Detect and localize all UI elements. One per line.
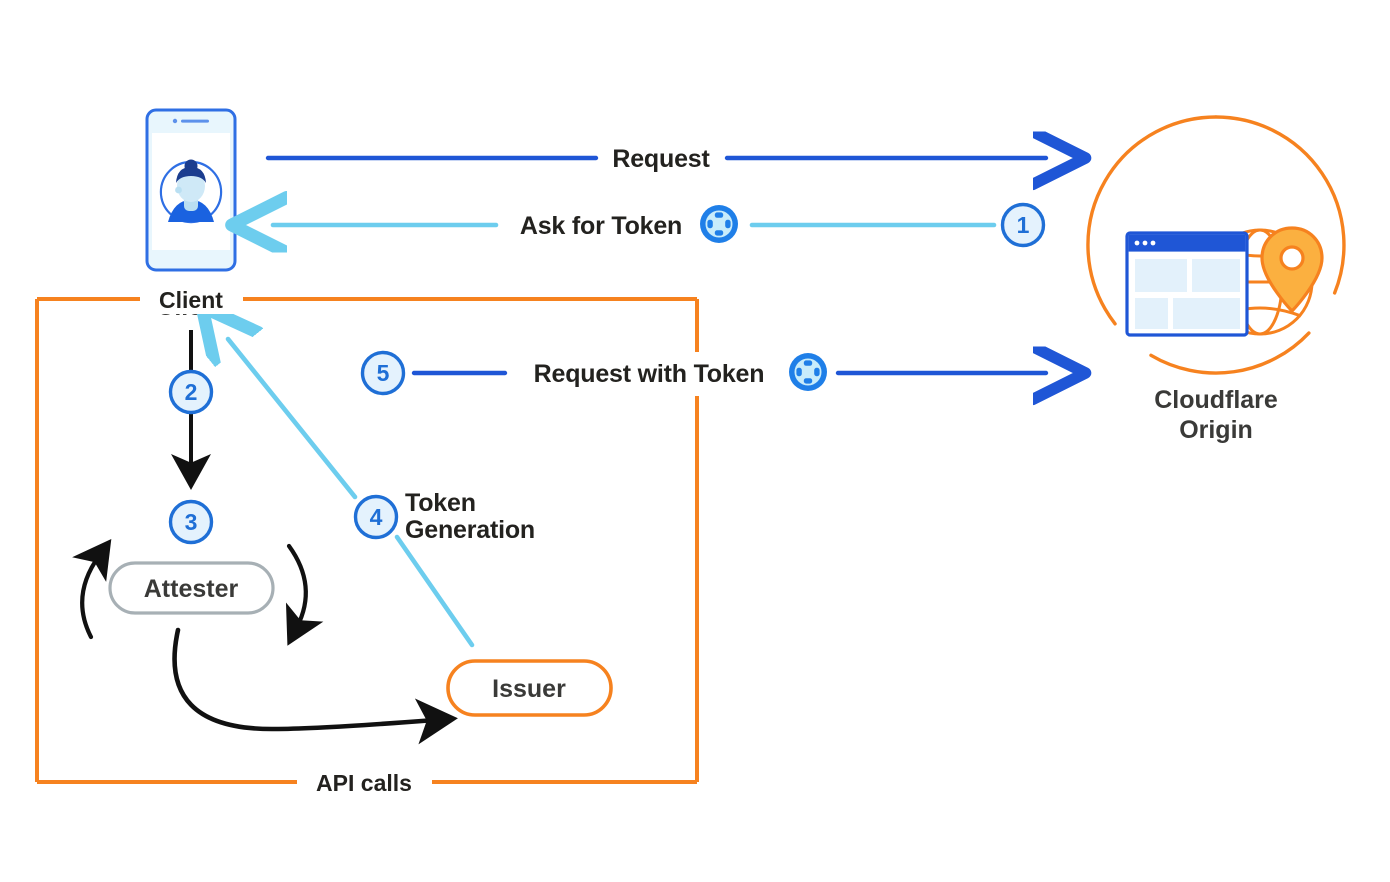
flow-request-with-token-label: Request with Token [534,360,765,388]
step-badge-3: 3 [168,499,214,545]
issuer-label: Issuer [492,675,566,703]
origin-label-line2: Origin [1179,416,1253,444]
arrow-token-generation [228,339,475,648]
origin-label-line1: Cloudflare [1154,386,1278,414]
boundary-top-label-mask [141,286,242,314]
token-generation-label-line2: Generation [405,516,535,544]
svg-text:3: 3 [185,509,198,535]
svg-text:4: 4 [370,504,383,530]
svg-text:5: 5 [377,360,390,386]
mobile-phone-user-icon [145,108,237,272]
step-badge-1: 1 [1000,202,1046,248]
api-calls-boundary-box [35,297,699,784]
globe-browser-pin-icon [1086,115,1346,375]
step-badge-5: 5 [360,350,406,396]
attester-loop-left-arrow [72,538,112,640]
token-badge-icon [700,205,738,243]
avatar [159,159,223,224]
location-pin-icon [1260,226,1324,313]
svg-text:1: 1 [1017,212,1030,238]
issuer-node[interactable]: Issuer [446,659,613,717]
attester-node[interactable]: Attester [108,561,275,615]
flow-request-label: Request [612,145,710,173]
step-badge-4: 4 [353,494,399,540]
token-generation-label-line1: Token [405,489,476,517]
boundary-top-label: Client [159,287,223,313]
step-badge-2: 2 [168,369,214,415]
arrow-attester-to-issuer [172,627,458,745]
browser-window-icon [1125,231,1249,337]
boundary-bottom-label: API calls [316,770,412,796]
token-badge-icon-2 [789,353,827,391]
svg-text:2: 2 [185,379,198,405]
attester-label: Attester [144,575,239,603]
flow-ask-for-token-label: Ask for Token [520,212,682,240]
attester-loop-right-arrow [285,543,324,646]
